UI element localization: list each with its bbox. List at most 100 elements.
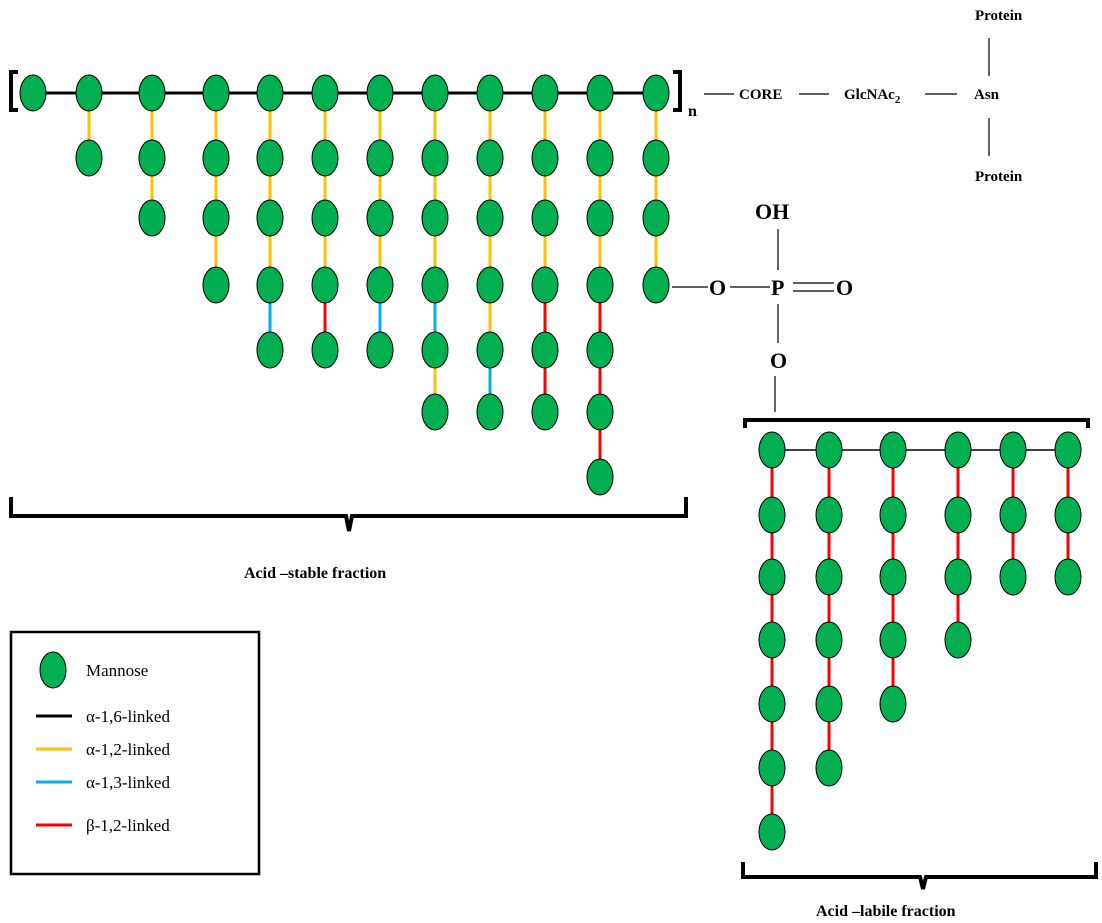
stable-mannose-4-2	[202, 139, 230, 177]
labile-mannose-4-4	[944, 621, 972, 659]
labile-mannose-1-7	[758, 813, 786, 851]
legend-label-a12: α-1,2-linked	[86, 740, 170, 759]
stable-mannose-11-7	[586, 458, 614, 496]
stable-mannose-11-5	[586, 331, 614, 369]
stable-mannose-3-2	[138, 139, 166, 177]
stable-mannose-4-4	[202, 266, 230, 304]
legend-label-mannose: Mannose	[86, 661, 148, 680]
labile-mannose-2-1	[815, 431, 843, 469]
legend: Mannose α-1,6-linked α-1,2-linked α-1,3-lin…	[36, 651, 170, 835]
labile-mannose-6-3	[1054, 558, 1082, 596]
legend-label-a16: α-1,6-linked	[86, 707, 170, 726]
stable-mannose-6-4	[311, 266, 339, 304]
stable-mannose-11-4	[586, 266, 614, 304]
labile-fraction-label: Acid –labile fraction	[816, 903, 956, 920]
stable-mannose-9-1	[476, 74, 504, 112]
labile-mannose-6-1	[1054, 431, 1082, 469]
labile-mannose-3-4	[879, 621, 907, 659]
stable-mannose-2-1	[75, 74, 103, 112]
labile-mannose-2-2	[815, 496, 843, 534]
glcnac-label: GlcNAc2	[844, 87, 901, 106]
labile-mannose-1-6	[758, 749, 786, 787]
stable-mannose-10-1	[531, 74, 559, 112]
stable-mannose-9-6	[476, 393, 504, 431]
o-right-label: O	[836, 275, 853, 300]
stable-mannose-2-2	[75, 139, 103, 177]
stable-mannose-8-3	[421, 199, 449, 237]
stable-mannose-8-4	[421, 266, 449, 304]
asn-label: Asn	[974, 87, 1000, 103]
p-label: P	[771, 275, 784, 300]
labile-mannose-2-4	[815, 621, 843, 659]
legend-label-a13: α-1,3-linked	[86, 773, 170, 792]
stable-mannose-6-2	[311, 139, 339, 177]
glcnac-subscript: 2	[895, 94, 901, 106]
legend-label-b12: β-1,2-linked	[86, 816, 170, 835]
labile-mannose-2-5	[815, 685, 843, 723]
labile-mannose-4-1	[944, 431, 972, 469]
stable-mannose-8-5	[421, 331, 449, 369]
repeat-n-label: n	[688, 103, 697, 120]
labile-mannose-5-1	[999, 431, 1027, 469]
labile-fraction-brace	[741, 862, 1098, 890]
labile-mannose-1-2	[758, 496, 786, 534]
protein-bottom-label: Protein	[975, 169, 1023, 185]
stable-mannose-12-3	[642, 199, 670, 237]
oh-label: OH	[755, 199, 789, 224]
stable-mannose-9-2	[476, 139, 504, 177]
stable-mannose-11-6	[586, 393, 614, 431]
legend-mannose-swatch	[39, 651, 67, 689]
glcnac-base: GlcNAc	[844, 87, 895, 103]
stable-mannose-7-5	[366, 331, 394, 369]
labile-mannose-1-4	[758, 621, 786, 659]
stable-mannose-3-1	[138, 74, 166, 112]
labile-mannose-3-3	[879, 558, 907, 596]
stable-mannose-10-2	[531, 139, 559, 177]
stable-mannose-9-3	[476, 199, 504, 237]
labile-top-bracket	[743, 418, 1090, 428]
stable-mannose-11-2	[586, 139, 614, 177]
stable-mannose-10-5	[531, 331, 559, 369]
stable-mannose-12-4	[642, 266, 670, 304]
o-left-label: O	[709, 275, 726, 300]
labile-mannose-2-3	[815, 558, 843, 596]
labile-mannose-3-5	[879, 685, 907, 723]
protein-top-label: Protein	[975, 8, 1023, 24]
labile-mannose-1-1	[758, 431, 786, 469]
stable-mannose-8-6	[421, 393, 449, 431]
labile-mannose-1-5	[758, 685, 786, 723]
stable-mannose-9-4	[476, 266, 504, 304]
o-bottom-label: O	[770, 348, 787, 373]
labile-mannose-5-3	[999, 558, 1027, 596]
stable-fraction-brace	[9, 497, 688, 532]
repeat-bracket-right	[673, 70, 682, 112]
labile-mannose-4-3	[944, 558, 972, 596]
stable-mannose-8-1	[421, 74, 449, 112]
stable-mannose-7-2	[366, 139, 394, 177]
stable-mannose-5-4	[256, 266, 284, 304]
stable-mannose-6-1	[311, 74, 339, 112]
repeat-bracket-left	[9, 70, 18, 112]
stable-mannose-11-3	[586, 199, 614, 237]
stable-mannose-11-1	[586, 74, 614, 112]
stable-mannose-4-1	[202, 74, 230, 112]
stable-mannose-6-3	[311, 199, 339, 237]
stable-mannose-1-1	[19, 74, 47, 112]
stable-mannose-10-3	[531, 199, 559, 237]
stable-mannose-5-1	[256, 74, 284, 112]
labile-mannose-6-2	[1054, 496, 1082, 534]
labile-mannose-3-2	[879, 496, 907, 534]
stable-mannose-7-4	[366, 266, 394, 304]
labile-mannose-2-6	[815, 749, 843, 787]
stable-mannose-7-3	[366, 199, 394, 237]
labile-mannose-3-1	[879, 431, 907, 469]
stable-mannose-8-2	[421, 139, 449, 177]
stable-mannose-12-1	[642, 74, 670, 112]
labile-mannose-4-2	[944, 496, 972, 534]
stable-fraction-label: Acid –stable fraction	[244, 565, 386, 582]
stable-mannose-3-3	[138, 199, 166, 237]
labile-mannose-1-3	[758, 558, 786, 596]
stable-mannose-12-2	[642, 139, 670, 177]
stable-mannose-5-5	[256, 331, 284, 369]
